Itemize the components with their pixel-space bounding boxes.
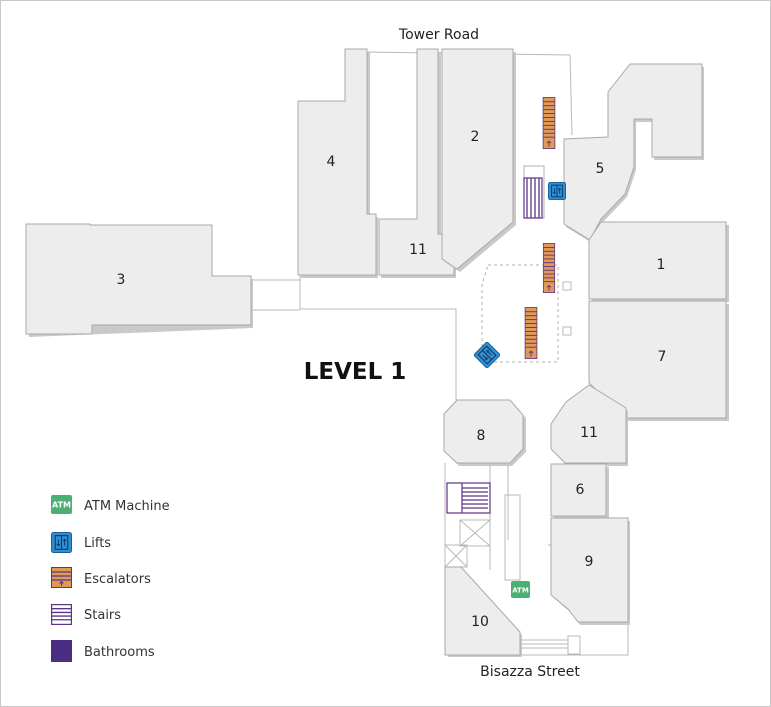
svg-text:ATM: ATM	[52, 501, 71, 510]
lift-icon	[51, 532, 72, 553]
unit-11-north-label: 11	[409, 242, 427, 258]
unit-4[interactable]: 4	[297, 48, 378, 278]
atm-icon	[51, 495, 72, 514]
unit-8-label: 8	[477, 428, 486, 444]
unit-6[interactable]: 6	[550, 463, 609, 519]
unit-3-label: 3	[117, 272, 126, 288]
legend-label-atm: ATM Machine	[84, 499, 170, 514]
bathroom-icon	[51, 640, 72, 662]
lift-icon[interactable]	[473, 341, 501, 369]
svg-text:ATM: ATM	[512, 587, 529, 595]
stairs-icon	[446, 482, 491, 514]
corridor-outlines	[251, 51, 629, 656]
legend-label-lifts: Lifts	[84, 536, 111, 551]
street-label-tower-road: Tower Road	[398, 27, 479, 43]
legend-item-bathrooms: Bathrooms	[51, 640, 155, 662]
unit-9-label: 9	[585, 554, 594, 570]
legend-item-atm: ATM ATM Machine	[51, 495, 170, 514]
legend-item-escalators: Escalators	[51, 567, 151, 588]
legend-item-stairs: Stairs	[51, 604, 121, 625]
legend-label-bathrooms: Bathrooms	[84, 645, 155, 660]
escalator-icon	[51, 567, 72, 588]
unit-5[interactable]: 5	[563, 63, 704, 243]
atm-icon[interactable]: ATM	[511, 581, 530, 598]
legend: ATM ATM Machine Lifts Escalators Stairs	[51, 495, 170, 662]
street-label-bisazza-street: Bisazza Street	[480, 664, 580, 680]
legend-label-escalators: Escalators	[84, 572, 151, 587]
unit-11-north[interactable]: 11	[378, 48, 456, 278]
legend-label-stairs: Stairs	[84, 608, 121, 623]
unit-7[interactable]: 7	[588, 300, 729, 421]
unit-5-label: 5	[596, 161, 605, 177]
stairs-icon	[51, 604, 72, 625]
legend-item-lifts: Lifts	[51, 532, 111, 553]
unit-9[interactable]: 9	[550, 517, 630, 625]
unit-1-label: 1	[657, 257, 666, 273]
level-title: LEVEL 1	[304, 359, 407, 385]
unit-11-east-label: 11	[580, 425, 598, 441]
unit-2[interactable]: 2	[441, 48, 516, 272]
unit-1[interactable]: 1	[588, 221, 729, 302]
unit-3[interactable]: 3	[25, 223, 253, 337]
unit-7-label: 7	[658, 349, 667, 365]
unit-4-label: 4	[327, 154, 336, 170]
unit-8[interactable]: 8	[443, 399, 526, 466]
lift-icon[interactable]	[548, 182, 566, 200]
unit-6-label: 6	[576, 482, 585, 498]
escalator-icon	[542, 97, 556, 149]
unit-10-label: 10	[471, 614, 489, 630]
unit-11-east[interactable]: 11	[550, 384, 628, 466]
unit-2-label: 2	[471, 129, 480, 145]
escalator-icon	[524, 307, 538, 359]
stairs-icon	[523, 165, 545, 219]
escalator-icon	[542, 243, 556, 293]
unit-10[interactable]: 10	[444, 566, 522, 657]
